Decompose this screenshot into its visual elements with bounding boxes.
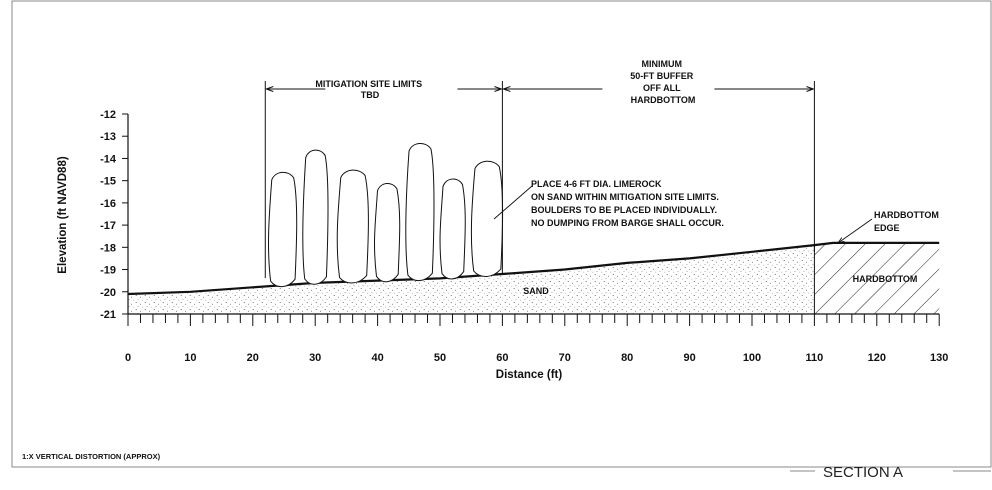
x-tick-label: 60 — [496, 352, 508, 364]
placement-note: PLACE 4-6 FT DIA. LIMEROCK ON SAND WITHI… — [531, 179, 724, 228]
y-tick-label: -14 — [100, 153, 117, 165]
boulder-5 — [405, 143, 435, 282]
x-tick-label: 130 — [930, 352, 948, 364]
x-tick-label: 80 — [621, 352, 633, 364]
x-axis-ticks: 0 10 20 30 40 50 60 70 80 90 100 110 120 130 — [125, 313, 948, 364]
y-tick-label: -18 — [100, 242, 116, 254]
x-tick-label: 0 — [125, 352, 131, 364]
hardbottom-edge-leader — [838, 218, 873, 243]
mitigation-limits-label: MITIGATION SITE LIMITS TBD — [315, 79, 424, 100]
y-tick-label: -17 — [100, 220, 116, 232]
x-tick-label: 10 — [184, 352, 196, 364]
boulder-3 — [336, 169, 369, 284]
buffer-label: MINIMUM 50-FT BUFFER OFF ALL HARDBOTTOM — [630, 59, 696, 105]
hardbottom-label: HARDBOTTOM — [853, 274, 918, 284]
hardbottom-edge-label: HARDBOTTOM EDGE — [874, 210, 941, 233]
x-tick-label: 40 — [371, 352, 383, 364]
boulder-1 — [268, 171, 298, 288]
x-axis-title: Distance (ft) — [496, 369, 563, 381]
y-tick-label: -12 — [100, 109, 116, 121]
y-tick-label: -15 — [100, 176, 116, 188]
seabed-profile-line — [127, 241, 940, 296]
x-tick-label: 90 — [683, 352, 695, 364]
x-tick-label: 120 — [868, 352, 886, 364]
section-title: SECTION A — [823, 464, 903, 481]
x-tick-label: 110 — [806, 352, 824, 364]
x-tick-label: 100 — [743, 352, 761, 364]
y-tick-label: -13 — [100, 131, 116, 143]
boulder-6 — [439, 178, 466, 280]
x-tick-label: 30 — [309, 352, 321, 364]
y-tick-label: -16 — [100, 198, 116, 210]
limerock-boulders — [268, 143, 504, 288]
boulder-4 — [374, 183, 401, 283]
y-tick-label: -20 — [100, 287, 116, 299]
y-axis-ticks: -12 -13 -14 -15 -16 -17 -18 -19 -20 -21 — [100, 109, 128, 321]
note-leader — [493, 185, 533, 220]
hardbottom-layer — [814, 242, 940, 314]
limit-dimensions — [264, 81, 815, 278]
boulder-2 — [302, 149, 329, 285]
y-tick-label: -21 — [100, 309, 116, 321]
boulder-7 — [470, 160, 504, 277]
page-border — [11, 0, 992, 468]
distortion-note: 1:X VERTICAL DISTORTION (APPROX) — [22, 452, 161, 461]
x-tick-label: 20 — [247, 352, 259, 364]
y-axis-title: Elevation (ft NAVD88) — [57, 156, 69, 274]
x-tick-label: 70 — [559, 352, 571, 364]
y-tick-label: -19 — [100, 265, 116, 277]
sand-label: SAND — [523, 286, 549, 296]
x-tick-label: 50 — [434, 352, 446, 364]
